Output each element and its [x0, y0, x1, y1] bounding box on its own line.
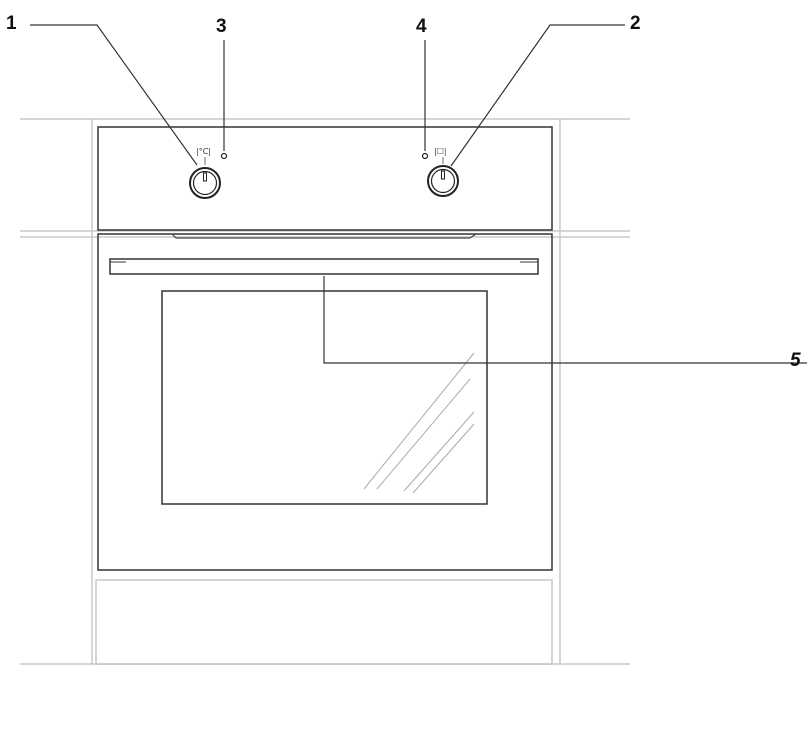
callout-2-label: 2 [630, 13, 641, 34]
function-knob-marker [441, 170, 445, 180]
callout-3-label: 3 [216, 16, 227, 37]
glare-line-1 [363, 352, 475, 490]
callout-4-label: 4 [416, 16, 427, 37]
drawer-below [95, 579, 553, 665]
door-top-strip [171, 233, 477, 239]
callout-1-label: 1 [6, 13, 17, 34]
function-knob-outer[interactable] [427, 165, 459, 197]
temperature-indicator-light [220, 152, 228, 160]
callout-5-label: 5 [790, 350, 801, 371]
temperature-knob-outer[interactable] [189, 167, 221, 199]
function-indicator-light [421, 152, 429, 160]
function-knob-inner[interactable] [430, 168, 456, 194]
temperature-knob-inner[interactable] [192, 170, 218, 196]
cabinet-outline [20, 118, 630, 665]
leader-line-5 [323, 276, 807, 364]
function-knob[interactable] [427, 165, 459, 197]
oven-door [97, 233, 553, 571]
door-handle [109, 258, 539, 275]
glare-line-3 [403, 411, 475, 492]
leader-lines [30, 24, 807, 364]
glare-line-2 [376, 378, 471, 490]
temperature-knob-marker [203, 172, 207, 182]
leader-line-1 [30, 24, 198, 166]
control-panel [97, 126, 553, 231]
glare-line-4 [412, 423, 475, 494]
temperature-knob[interactable] [189, 167, 221, 199]
function-symbol: |☐| [434, 147, 447, 156]
leader-line-2 [450, 24, 625, 167]
temperature-symbol: |°C| [196, 147, 211, 156]
window-glare [363, 352, 475, 494]
